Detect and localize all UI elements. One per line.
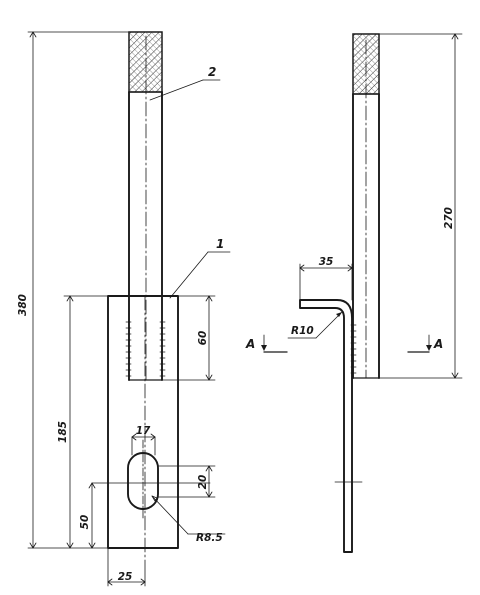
dim-slot-offset: 50	[79, 515, 91, 530]
dim-half-width: 25	[118, 571, 133, 583]
weld-marks	[125, 321, 166, 377]
dim-bend-radius: R10	[291, 325, 314, 337]
dim-slot-width: 17	[136, 425, 151, 437]
callout-cap-label: 2	[208, 65, 216, 79]
dim-lower-height: 185	[57, 421, 69, 443]
svg-text:A: A	[245, 337, 255, 351]
section-mark-left: A	[245, 334, 288, 353]
dim-bend-length: 35	[319, 256, 334, 268]
dim-slot-radius: R8.5	[196, 532, 223, 544]
dim-slot-height: 20	[197, 475, 209, 490]
dim-weld-length: 60	[197, 331, 209, 346]
bent-plate	[299, 299, 353, 553]
front-view: 380 185 60 50 20 17 R8.5	[17, 31, 231, 587]
section-mark-right: A	[407, 334, 443, 353]
slot	[127, 452, 159, 510]
lower-plate	[107, 295, 179, 549]
callout-bar-label: 1	[216, 237, 224, 251]
svg-text:A: A	[433, 337, 443, 351]
side-view: 35 R10 270 A A	[245, 33, 463, 553]
dim-overall-height: 380	[17, 294, 29, 316]
dim-rod-length: 270	[443, 207, 455, 229]
